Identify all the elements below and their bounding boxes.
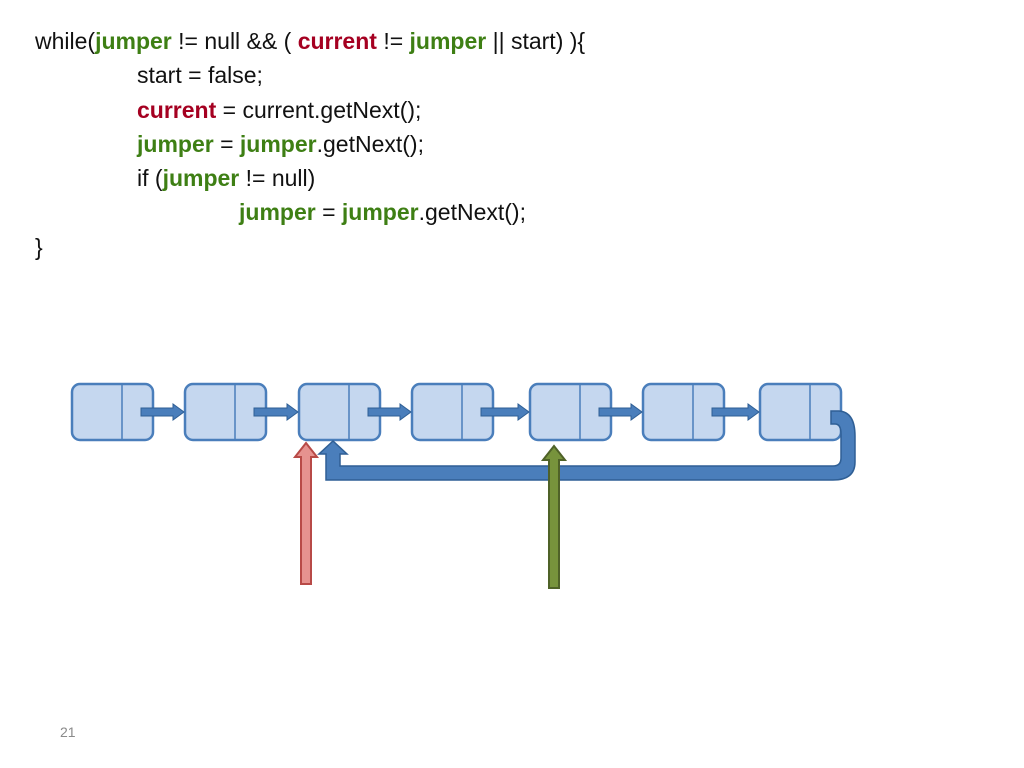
jumper-pointer-arrow [540, 444, 568, 589]
code-token: .getNext(); [316, 130, 424, 157]
current-keyword: current [297, 28, 377, 54]
code-token: } [35, 233, 43, 260]
next-link-arrow [253, 403, 299, 421]
cycle-link-arrow [317, 410, 856, 481]
code-line: current = current.getNext(); [35, 93, 585, 127]
code-line: } [35, 230, 585, 264]
code-token: while( [35, 28, 96, 54]
code-token: || start) ){ [486, 28, 586, 54]
code-token: if ( [137, 165, 163, 192]
slide-number: 21 [60, 724, 76, 740]
jumper-keyword: jumper [137, 130, 214, 157]
next-link-arrow [140, 403, 185, 421]
code-token: != null && ( [171, 28, 298, 54]
code-token: start = false; [137, 62, 263, 89]
jumper-keyword: jumper [162, 165, 240, 192]
code-line: if (jumper != null) [35, 161, 585, 195]
code-token: .getNext(); [418, 199, 526, 226]
jumper-keyword: jumper [95, 28, 172, 54]
code-line: start = false; [35, 58, 585, 92]
code-token: = current.getNext(); [216, 96, 422, 123]
code-block: while(jumper != null && ( current != jum… [35, 24, 585, 264]
jumper-keyword: jumper [239, 130, 317, 157]
jumper-keyword: jumper [341, 199, 419, 226]
list-node [758, 382, 843, 442]
jumper-keyword: jumper [409, 28, 487, 54]
code-token: = [213, 130, 240, 157]
code-line: jumper = jumper.getNext(); [35, 127, 585, 161]
code-line: jumper = jumper.getNext(); [35, 195, 585, 229]
code-line: while(jumper != null && ( current != jum… [35, 24, 585, 58]
next-link-arrow [598, 403, 643, 421]
code-token: != [376, 28, 410, 54]
next-link-arrow [367, 403, 412, 421]
code-token: = [315, 199, 342, 226]
jumper-keyword: jumper [239, 199, 316, 226]
code-token: != null) [239, 165, 316, 192]
current-keyword: current [137, 96, 217, 123]
current-pointer-arrow [292, 441, 320, 585]
next-link-arrow [711, 403, 760, 421]
next-link-arrow [480, 403, 530, 421]
